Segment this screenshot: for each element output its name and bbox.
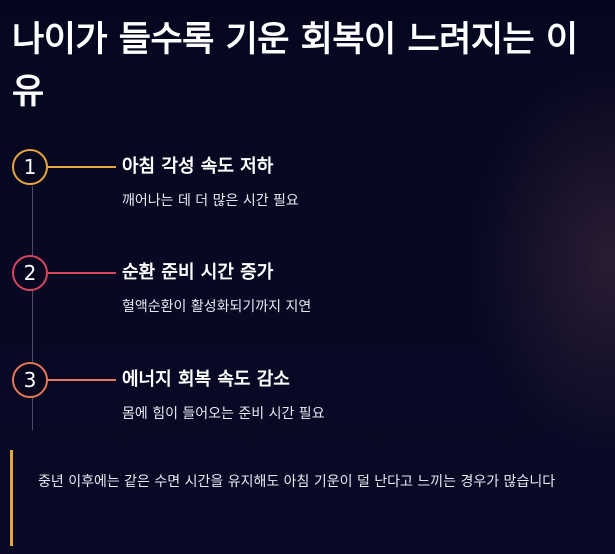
step-description: 몸에 힘이 들어오는 준비 시간 필요: [122, 406, 325, 422]
step-number-badge: 1: [12, 149, 48, 185]
step-connector: [48, 272, 116, 274]
note-callout: 중년 이후에는 같은 수면 시간을 유지해도 아침 기운이 덜 난다고 느끼는 …: [10, 450, 600, 546]
step-3: 3 에너지 회복 속도 감소 몸에 힘이 들어오는 준비 시간 필요: [12, 362, 602, 442]
step-title: 아침 각성 속도 저하: [122, 156, 274, 177]
step-number-badge: 3: [12, 362, 48, 398]
timeline-line: [32, 186, 33, 430]
note-text: 중년 이후에는 같은 수면 시간을 유지해도 아침 기운이 덜 난다고 느끼는 …: [38, 474, 556, 490]
step-title: 에너지 회복 속도 감소: [122, 369, 290, 390]
step-description: 깨어나는 데 더 많은 시간 필요: [122, 193, 299, 209]
step-1: 1 아침 각성 속도 저하 깨어나는 데 더 많은 시간 필요: [12, 149, 602, 229]
step-connector: [48, 379, 116, 381]
step-2: 2 순환 준비 시간 증가 혈액순환이 활성화되기까지 지연: [12, 255, 602, 335]
step-description: 혈액순환이 활성화되기까지 지연: [122, 299, 312, 315]
step-number-badge: 2: [12, 255, 48, 291]
page-title: 나이가 들수록 기운 회복이 느려지는 이유: [12, 20, 578, 112]
step-title: 순환 준비 시간 증가: [122, 262, 274, 283]
step-connector: [48, 166, 116, 168]
